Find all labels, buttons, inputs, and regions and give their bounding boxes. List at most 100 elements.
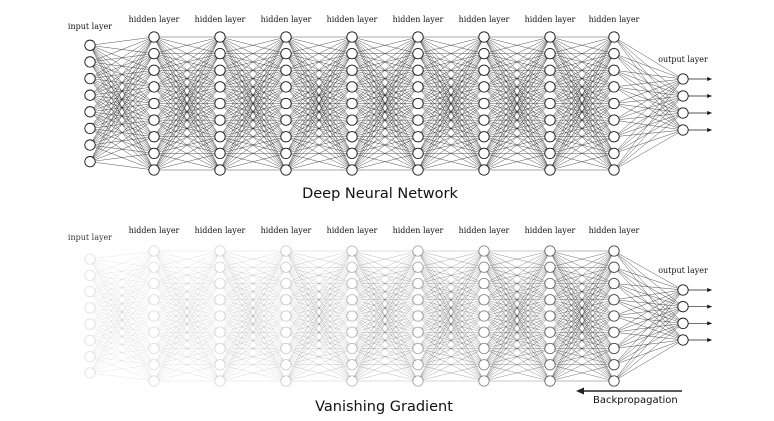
hidden-neuron: [544, 359, 556, 371]
hidden-layer-label: hidden layer: [589, 15, 640, 24]
hidden-neuron: [148, 326, 160, 338]
hidden-neuron: [478, 326, 490, 338]
hidden-neuron: [478, 261, 490, 273]
input-neuron: [84, 269, 96, 282]
hidden-neuron: [544, 81, 556, 93]
hidden-layer-label: hidden layer: [525, 15, 576, 24]
connection-group: [417, 250, 485, 382]
hidden-neuron: [280, 47, 292, 60]
hidden-layer-label: hidden layer: [261, 226, 312, 235]
hidden-neuron: [346, 114, 358, 126]
input-neuron: [84, 89, 96, 101]
hidden-neuron: [412, 164, 424, 176]
hidden-neuron: [478, 31, 490, 43]
hidden-neuron: [544, 310, 556, 322]
hidden-neuron: [346, 326, 358, 338]
hidden-neuron: [214, 31, 226, 43]
input-neuron: [84, 285, 96, 298]
output-neuron: [677, 107, 689, 119]
hidden-neuron: [412, 31, 424, 43]
hidden-neuron: [544, 97, 556, 110]
hidden-neuron: [148, 97, 160, 110]
input-neuron: [84, 302, 96, 314]
hidden-layer-label: hidden layer: [195, 226, 246, 235]
hidden-neuron: [214, 245, 226, 257]
hidden-neuron: [412, 245, 424, 257]
hidden-neuron: [608, 31, 620, 43]
connection-group: [219, 250, 287, 382]
hidden-neuron: [608, 326, 620, 338]
input-neuron: [84, 56, 96, 68]
hidden-neuron: [412, 261, 424, 273]
hidden-neuron: [346, 81, 358, 93]
hidden-neuron: [148, 261, 160, 273]
hidden-layer-label: hidden layer: [327, 226, 378, 235]
output-neuron: [677, 317, 689, 329]
hidden-layer-label: hidden layer: [327, 15, 378, 24]
connection-group: [549, 250, 615, 382]
output-layer-label: output layer: [658, 266, 708, 275]
hidden-neuron: [148, 359, 160, 371]
hidden-neuron: [608, 114, 620, 126]
hidden-neuron: [280, 97, 292, 110]
hidden-neuron: [478, 294, 490, 306]
hidden-neuron: [544, 147, 556, 160]
hidden-neuron: [148, 310, 160, 322]
arrow-right-icon: [707, 304, 713, 309]
hidden-neuron: [346, 31, 358, 43]
hidden-neuron: [478, 342, 490, 355]
hidden-neuron: [412, 375, 424, 387]
arrow-left-icon: [576, 387, 584, 395]
hidden-neuron: [608, 64, 620, 76]
output-neuron: [677, 301, 689, 313]
input-layer-label: input layer: [68, 22, 112, 31]
connection-group: [89, 250, 155, 382]
hidden-neuron: [412, 114, 424, 126]
hidden-neuron: [214, 342, 226, 355]
hidden-layer-label: hidden layer: [261, 15, 312, 24]
arrow-right-icon: [707, 94, 713, 98]
connection-group: [613, 250, 684, 382]
hidden-neuron: [214, 97, 226, 110]
hidden-neuron: [148, 114, 160, 126]
hidden-neuron: [478, 131, 490, 143]
hidden-neuron: [346, 294, 358, 306]
input-neuron: [84, 367, 96, 379]
hidden-neuron: [608, 277, 620, 290]
hidden-neuron: [346, 245, 358, 257]
hidden-neuron: [346, 164, 358, 176]
input-neuron: [84, 350, 96, 363]
hidden-neuron: [214, 47, 226, 60]
hidden-layer-label: hidden layer: [393, 226, 444, 235]
hidden-neuron: [608, 81, 620, 93]
hidden-neuron: [412, 342, 424, 355]
hidden-neuron: [346, 261, 358, 273]
hidden-neuron: [346, 147, 358, 160]
hidden-neuron: [148, 245, 160, 257]
hidden-neuron: [214, 261, 226, 273]
hidden-neuron: [346, 97, 358, 110]
hidden-neuron: [148, 342, 160, 355]
hidden-neuron: [214, 114, 226, 126]
hidden-neuron: [412, 359, 424, 371]
connection-group: [153, 250, 221, 382]
input-neuron: [84, 106, 96, 118]
hidden-neuron: [148, 131, 160, 143]
hidden-neuron: [280, 326, 292, 338]
hidden-layer-label: hidden layer: [459, 226, 510, 235]
hidden-neuron: [544, 64, 556, 76]
connection-group: [285, 36, 353, 171]
hidden-neuron: [280, 261, 292, 273]
hidden-neuron: [478, 375, 490, 387]
hidden-neuron: [148, 277, 160, 290]
hidden-neuron: [608, 342, 620, 355]
hidden-layer-label: hidden layer: [393, 15, 444, 24]
output-neuron: [677, 284, 689, 296]
deep-network-diagram: [84, 31, 713, 176]
connection-group: [351, 250, 419, 382]
hidden-neuron: [412, 277, 424, 290]
hidden-neuron: [280, 342, 292, 355]
connection-group: [219, 36, 287, 171]
hidden-neuron: [608, 310, 620, 322]
input-neuron: [84, 39, 96, 51]
